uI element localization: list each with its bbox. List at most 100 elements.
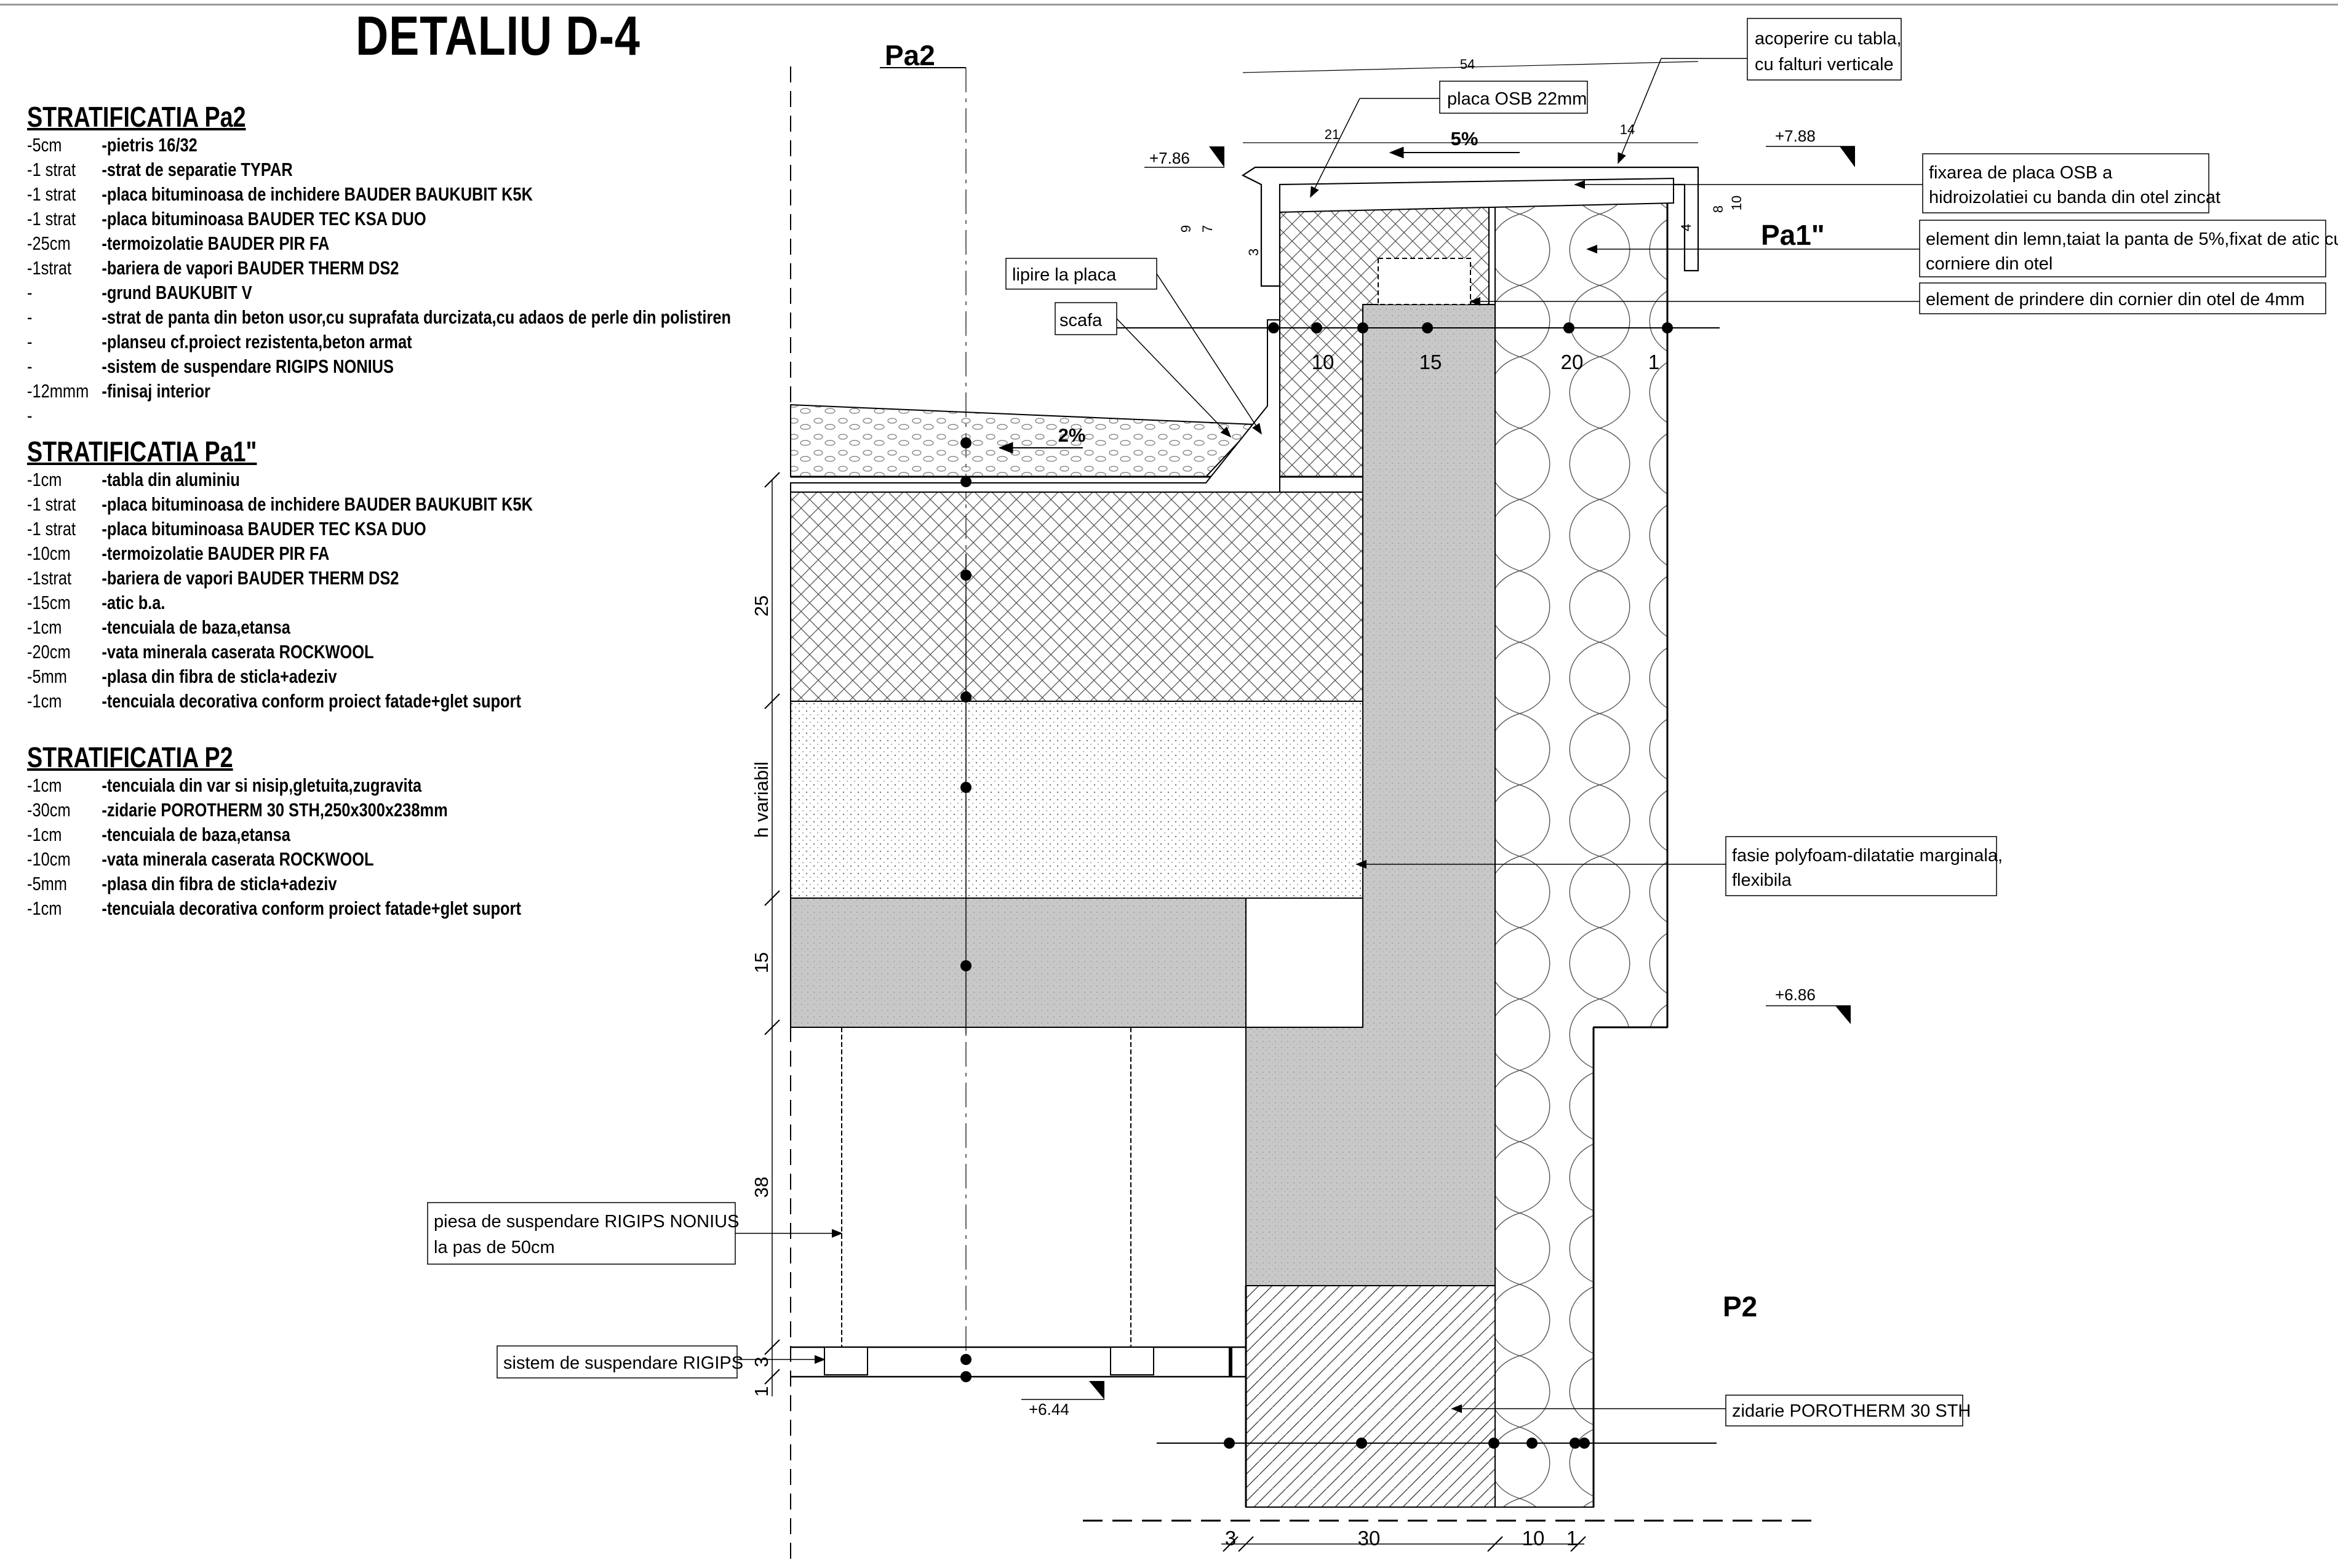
callout-corner: element de prindere din cornier din otel… xyxy=(1469,282,2326,314)
legend-row: -1cm -tabla din aluminiu xyxy=(27,468,257,492)
cap-dim-7-label: 7 xyxy=(1200,225,1215,233)
callout-cover-line1: acoperire cu tabla, xyxy=(1755,29,1902,49)
legend-description: -sistem de suspendare RIGIPS NONIUS xyxy=(102,356,394,377)
legend-description: -vata minerala caserata ROCKWOOL xyxy=(102,641,374,663)
legend-quantity: -1 strat xyxy=(27,183,76,205)
zone-label-pa1: Pa1" xyxy=(1761,219,1825,251)
cap-dims: 54 21 14 9 7 3 8 10 4 xyxy=(1178,57,1744,256)
callout-stair: scafa xyxy=(1055,302,1232,438)
legend-description: -plasa din fibra de sticla+adeziv xyxy=(102,666,337,687)
bottom-dim-ticks xyxy=(1223,1536,1586,1552)
cap-dim-14-label: 14 xyxy=(1620,122,1635,137)
legend-quantity: -1cm xyxy=(27,897,62,919)
legend-row: -1strat-bariera de vapori BAUDER THERM D… xyxy=(27,256,399,281)
dim-top-1: 1 xyxy=(1648,351,1659,373)
cap-dim-10-label: 10 xyxy=(1729,196,1744,210)
callout-stair-text: scafa xyxy=(1059,311,1103,330)
legend-row: --planseu cf.proiect rezistenta,beton ar… xyxy=(27,330,412,354)
legend-description: -tencuiala din var si nisip,gletuita,zug… xyxy=(102,774,422,796)
callout-foam-line1: fasie polyfoam-dilatatie marginala, xyxy=(1732,846,2003,866)
legend-heading: STRATIFICATIA Pa2 xyxy=(27,101,246,133)
legend-row: -30cm -zidarie POROTHERM 30 STH,250x300x2… xyxy=(27,798,448,822)
legend-description: -termoizolatie BAUDER PIR FA xyxy=(102,233,330,254)
legend-description: -placa bituminoasa de inchidere BAUDER B… xyxy=(102,183,533,205)
legend-description: -placa bituminoasa BAUDER TEC KSA DUO xyxy=(102,518,426,539)
legend-row: -1 strat -placa bituminoasa de inchidere … xyxy=(27,182,533,207)
callout-hanger-line2: la pas de 50cm xyxy=(434,1238,555,1257)
legend-quantity: - xyxy=(27,331,33,352)
legend-row: -1cm -tencuiala din var si nisip,gletuita… xyxy=(27,773,421,798)
legend-row: --grund BAUKUBIT V xyxy=(27,281,252,305)
legend-quantity: -1cm xyxy=(27,469,62,490)
legend-heading: STRATIFICATIA Pa1" xyxy=(27,436,257,468)
callout-wood: element din lemn,taiat la panta de 5%,fi… xyxy=(1586,220,2338,277)
legend-quantity: - xyxy=(27,356,33,377)
slope-concrete xyxy=(790,701,1363,899)
callout-corner-text: element de prindere din cornier din otel… xyxy=(1926,290,2305,309)
mineral-wool xyxy=(1494,196,1668,1508)
vertical-dim-ticks xyxy=(764,472,780,1385)
legend-quantity: -5cm xyxy=(27,134,62,156)
level-788-label: +7.88 xyxy=(1775,127,1816,145)
legend-quantity: -30cm xyxy=(27,799,71,821)
level-686-label: +6.86 xyxy=(1775,985,1816,1004)
callout-osb: placa OSB 22mm xyxy=(1310,81,1588,198)
vdim-1: 1 xyxy=(751,1386,772,1396)
ceiling-profile-right xyxy=(1110,1347,1154,1375)
legend-description: -grund BAUKUBIT V xyxy=(102,282,252,303)
porotherm-wall xyxy=(1245,1285,1496,1508)
callout-susp-text: sistem de suspendare RIGIPS xyxy=(503,1353,743,1373)
legend-description: -zidarie POROTHERM 30 STH,250x300x238mm xyxy=(102,799,448,821)
legend-description: -tencuiala de baza,etansa xyxy=(102,824,290,845)
callout-cover: acoperire cu tabla, cu falturi verticale xyxy=(1618,18,1902,164)
dim-top-20: 20 xyxy=(1561,351,1584,373)
legend-description: -atic b.a. xyxy=(102,592,166,613)
top-border-line xyxy=(0,4,2338,6)
wood-element xyxy=(1378,258,1471,305)
legend-row: -25cm -termoizolatie BAUDER PIR FA xyxy=(27,231,329,256)
legend-description: -tabla din aluminiu xyxy=(102,469,240,490)
cap-dim-9-label: 9 xyxy=(1178,225,1194,233)
legend-quantity: -25cm xyxy=(27,233,71,254)
vertical-dims: 25 h variabil 15 38 3 1 xyxy=(751,595,772,1397)
legend-quantity: -1strat xyxy=(27,567,72,589)
legend-row: -12mmm-finisaj interior xyxy=(27,379,246,404)
vdim-h-variabil: h variabil xyxy=(751,762,772,838)
legend-quantity: -5mm xyxy=(27,873,67,894)
legend-quantity: - xyxy=(27,405,33,426)
legend-description: -bariera de vapori BAUDER THERM DS2 xyxy=(102,257,399,279)
callout-foam-line2: flexibila xyxy=(1732,870,1792,890)
legend-row: -5mm -plasa din fibra de sticla+adeziv xyxy=(27,664,337,689)
legend-description: -termoizolatie BAUDER PIR FA xyxy=(102,543,330,564)
legend-quantity: -1 strat xyxy=(27,208,76,229)
legend-quantity: - xyxy=(27,306,33,328)
cap-dim-54-label: 54 xyxy=(1460,57,1475,72)
callout-fix-line1: fixarea de placa OSB a xyxy=(1929,163,2113,183)
legend-quantity: -1cm xyxy=(27,774,62,796)
legend-row: -1 strat-strat de separatie TYPAR xyxy=(27,157,293,182)
callout-glue-text: lipire la placa xyxy=(1012,265,1117,285)
vdim-38: 38 xyxy=(751,1177,772,1198)
level-788: +7.88 xyxy=(1766,127,1855,167)
legend-row: - -sistem de suspendare RIGIPS NONIUS xyxy=(27,354,394,379)
callout-porotherm: zidarie POROTHERM 30 STH xyxy=(1451,1395,1971,1427)
dim-bottom-3: 3 xyxy=(1225,1527,1236,1550)
legend-row: -15cm-atic b.a. xyxy=(27,591,257,615)
callout-glue: lipire la placa xyxy=(1005,258,1262,435)
legend-pa1: STRATIFICATIA Pa1" -1cm -tabla din alumin… xyxy=(27,436,533,714)
callout-susp: sistem de suspendare RIGIPS xyxy=(497,1345,826,1379)
callout-osb-text: placa OSB 22mm xyxy=(1447,89,1587,109)
legend-quantity: -1cm xyxy=(27,616,62,638)
legend-row: -1cm-tencuiala decorativa conform proiec… xyxy=(27,896,521,921)
dim-top-15: 15 xyxy=(1419,351,1442,373)
top-dims: 10 15 20 1 xyxy=(1312,351,1660,373)
legend-row: -5mm-plasa din fibra de sticla+adeziv xyxy=(27,872,337,896)
cap-dim-4-label: 4 xyxy=(1678,224,1694,231)
legend-quantity: -5mm xyxy=(27,666,67,687)
level-786-label: +7.86 xyxy=(1149,149,1190,167)
slope-roof: 2% xyxy=(1058,424,1086,446)
callout-fix-line2: hidroizolatiei cu banda din otel zincat xyxy=(1929,188,2220,207)
callout-cover-line2: cu falturi verticale xyxy=(1755,55,1894,74)
legend-description: -strat de panta din beton usor,cu supraf… xyxy=(102,306,732,328)
level-686: +6.86 xyxy=(1766,985,1851,1024)
